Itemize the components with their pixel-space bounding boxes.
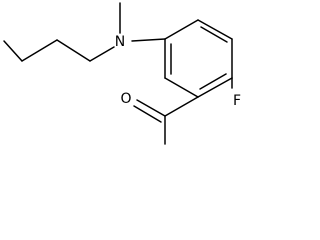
ring-bond-1 bbox=[164, 19, 199, 40]
ring-bond-4 bbox=[197, 77, 233, 98]
ring-to-nitrogen-bond bbox=[131, 38, 166, 42]
ring-to-carbonyl-bond bbox=[164, 96, 199, 117]
benzene-ring bbox=[164, 19, 233, 98]
butyl-bond-4 bbox=[3, 40, 23, 62]
ring-bond-5 bbox=[164, 77, 199, 98]
ring-double-bond-1 bbox=[200, 26, 228, 43]
nitrogen-butyl-bond bbox=[89, 46, 115, 62]
ring-bond-2 bbox=[197, 19, 233, 40]
fluoro-group: F bbox=[231, 77, 241, 109]
amino-group: N bbox=[3, 2, 166, 62]
oxygen-label: O bbox=[120, 91, 131, 107]
acetyl-group: O bbox=[120, 91, 199, 145]
fluorine-label: F bbox=[233, 93, 241, 109]
nitrogen-label: N bbox=[115, 34, 125, 50]
ring-double-bond-2 bbox=[199, 73, 227, 90]
carbonyl-double-bond-2 bbox=[133, 105, 162, 123]
molecule-structure: N F O bbox=[3, 2, 241, 145]
butyl-bond-2 bbox=[56, 39, 91, 62]
butyl-bond-3 bbox=[21, 39, 58, 62]
carbonyl-double-bond-1 bbox=[136, 99, 166, 117]
